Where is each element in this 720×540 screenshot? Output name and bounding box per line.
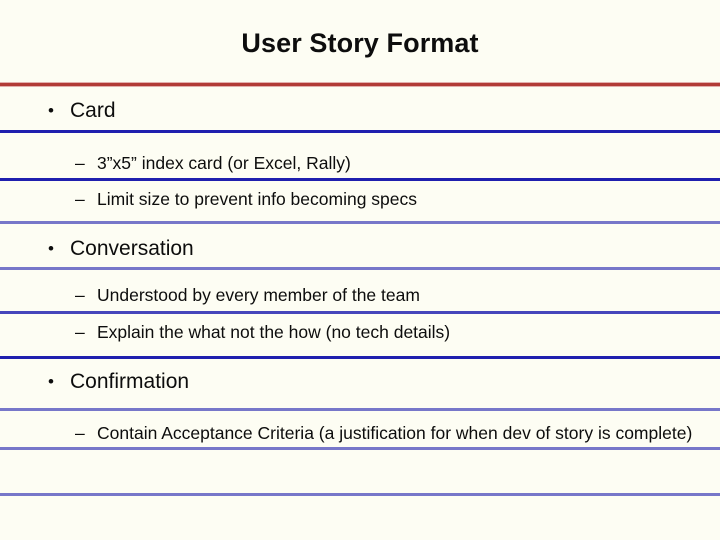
section-heading-card: • Card (48, 98, 116, 124)
section-heading-label: Card (70, 99, 116, 122)
divider-rule-8 (0, 447, 720, 450)
dash-marker-icon: – (75, 423, 85, 443)
divider-rule-9 (0, 493, 720, 496)
list-item-confirmation-1: –Contain Acceptance Criteria (a justific… (75, 420, 697, 446)
page-title: User Story Format (241, 28, 479, 58)
dash-marker-icon: – (75, 189, 85, 209)
list-item-card-2: –Limit size to prevent info becoming spe… (75, 186, 417, 212)
list-item-label: Contain Acceptance Criteria (a justifica… (97, 423, 693, 443)
dash-marker-icon: – (75, 285, 85, 305)
list-item-label: Understood by every member of the team (97, 285, 420, 305)
dash-marker-icon: – (75, 153, 85, 173)
list-item-conversation-1: –Understood by every member of the team (75, 282, 420, 308)
divider-rule-1 (0, 130, 720, 133)
list-item-label: Explain the what not the how (no tech de… (97, 322, 451, 342)
divider-rule-7 (0, 408, 720, 411)
section-heading-conversation: • Conversation (48, 236, 194, 262)
bullet-marker-icon: • (48, 101, 54, 120)
list-item-label: 3”x5” index card (or Excel, Rally) (97, 153, 351, 173)
bullet-marker-icon: • (48, 239, 54, 258)
title-divider-rule (0, 83, 720, 86)
list-item-card-1: –3”x5” index card (or Excel, Rally) (75, 150, 351, 176)
divider-rule-3 (0, 221, 720, 224)
section-heading-label: Conversation (70, 237, 194, 260)
bullet-marker-icon: • (48, 372, 54, 391)
divider-rule-5 (0, 311, 720, 314)
section-heading-label: Confirmation (70, 370, 190, 393)
section-heading-confirmation: • Confirmation (48, 369, 189, 395)
dash-marker-icon: – (75, 322, 85, 342)
list-item-label: Limit size to prevent info becoming spec… (97, 189, 418, 209)
divider-rule-4 (0, 267, 720, 270)
divider-rule-6 (0, 356, 720, 359)
divider-rule-2 (0, 178, 720, 181)
list-item-conversation-2: –Explain the what not the how (no tech d… (75, 319, 450, 345)
